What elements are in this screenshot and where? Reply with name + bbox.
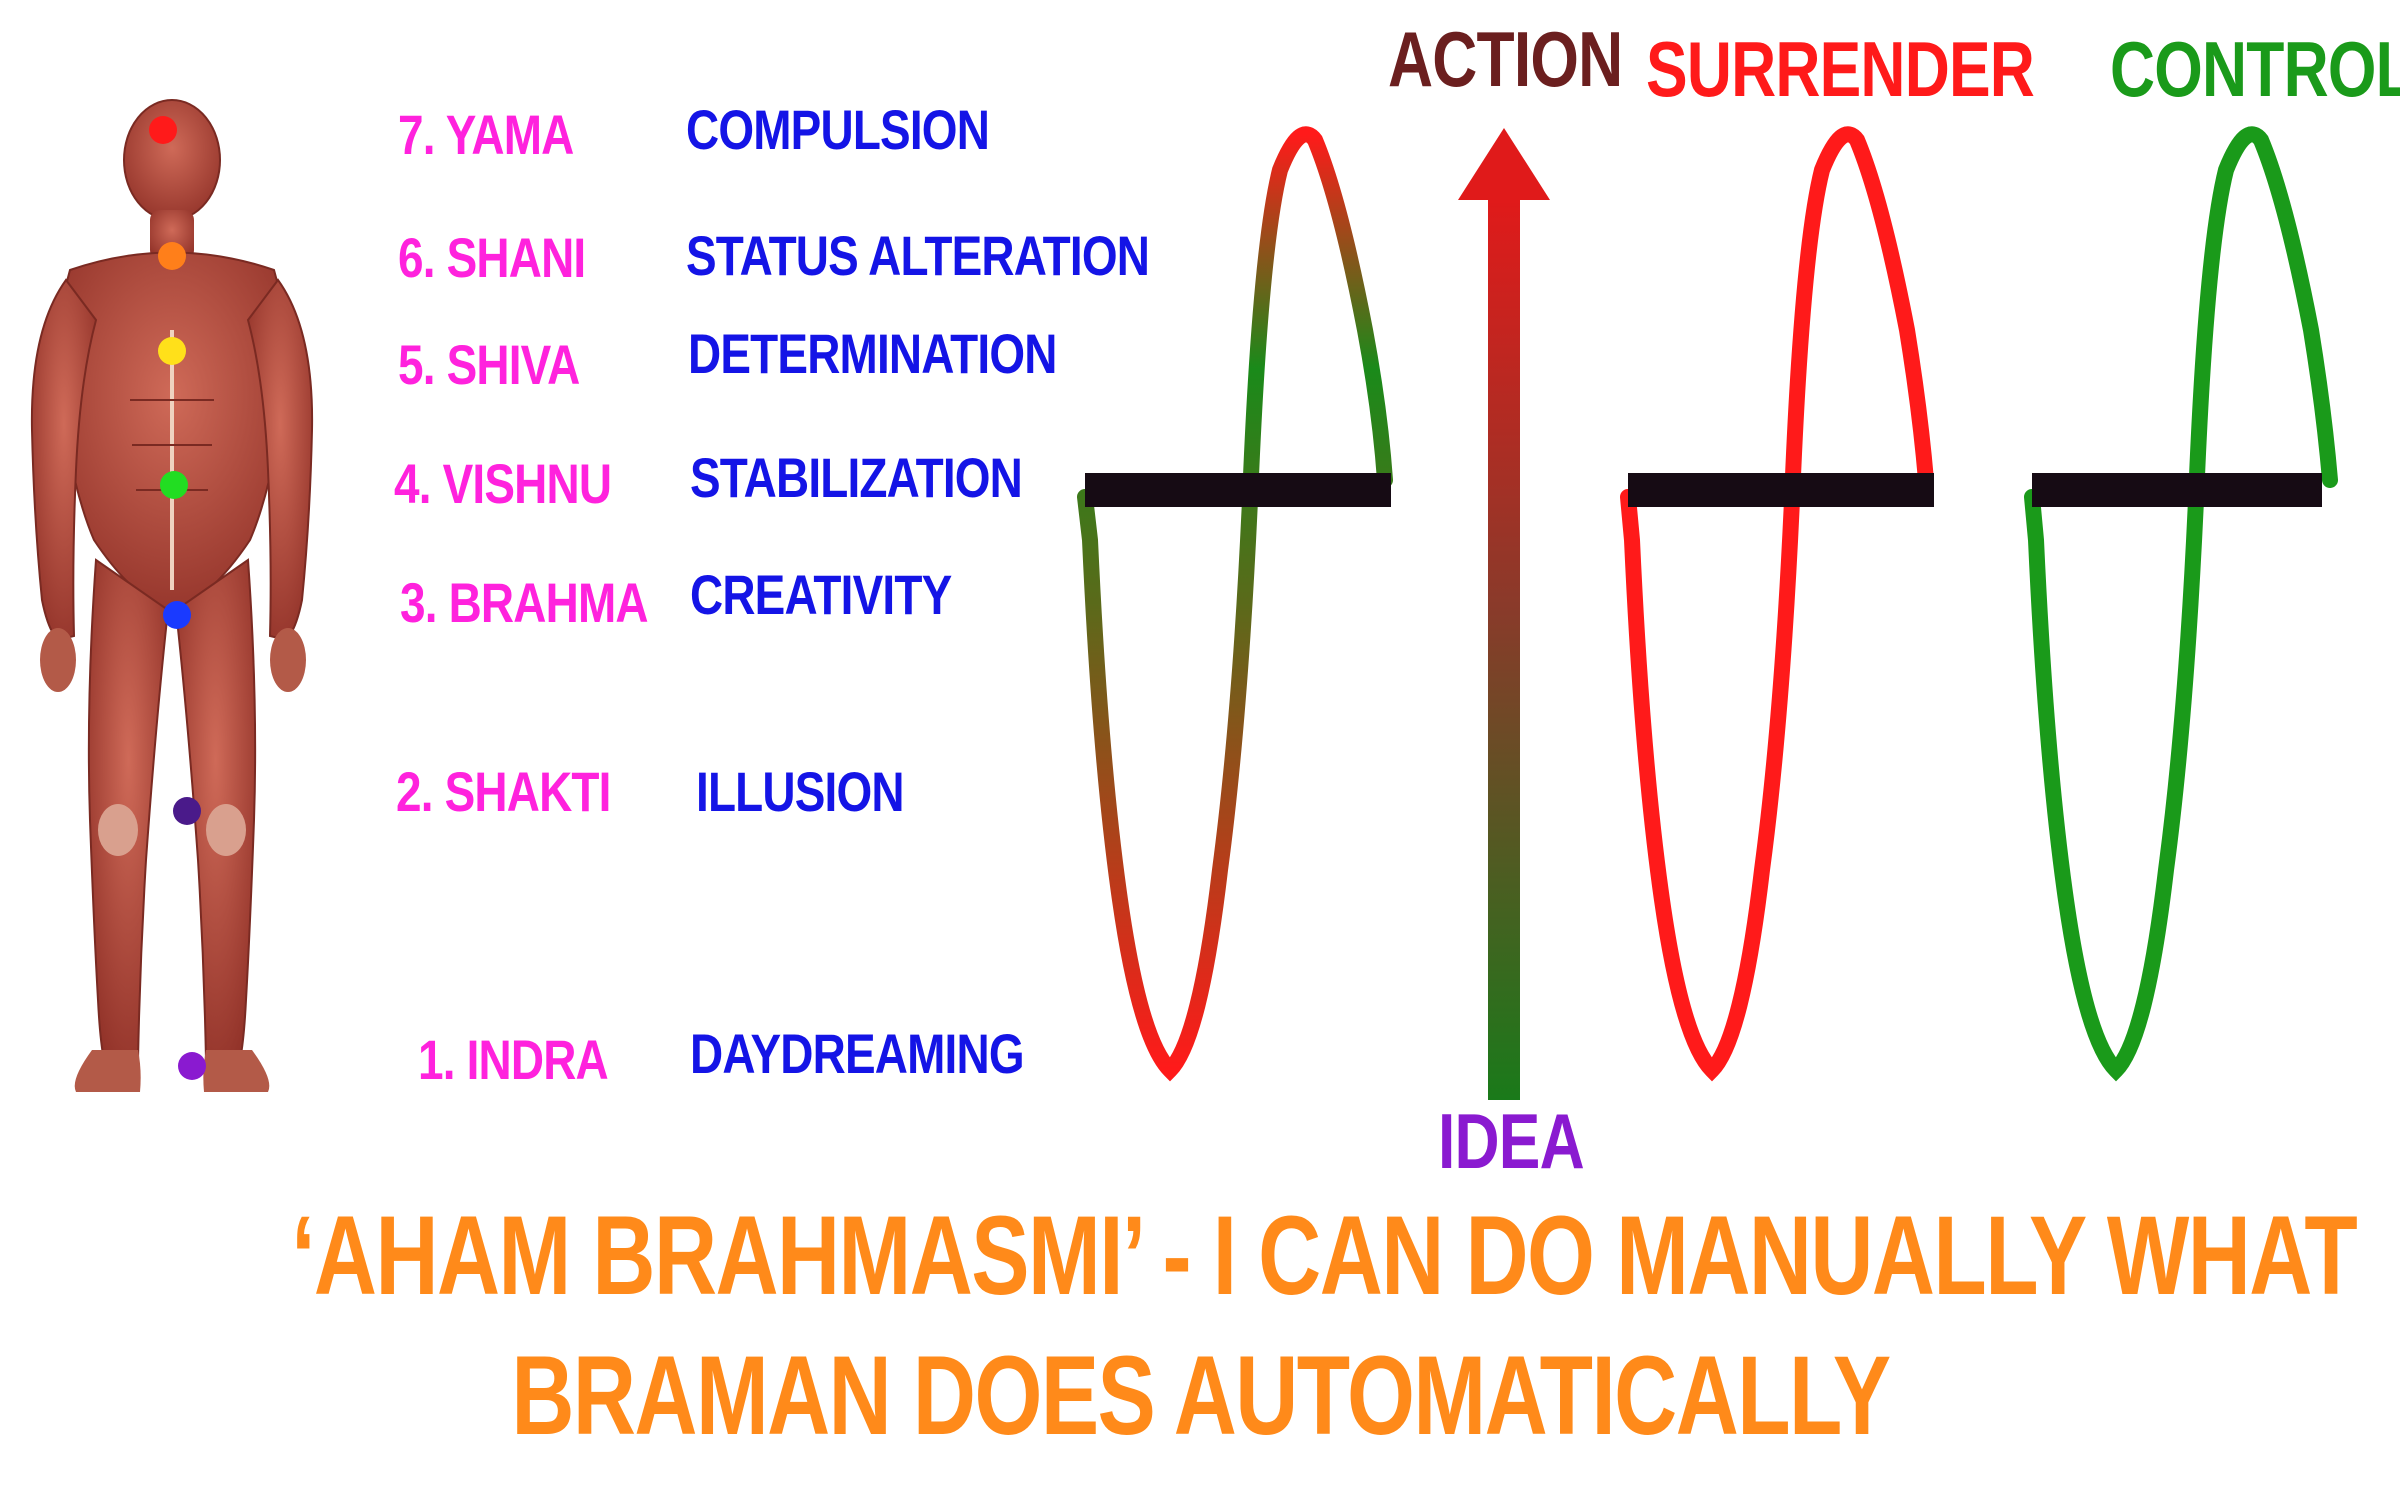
chakra-name-shakti: 2. SHAKTI [396, 760, 611, 823]
chakra-name-shani: 6. SHANI [398, 226, 586, 289]
footer-quote-line-2-text: BRAMAN DOES AUTOMATICALLY [510, 1333, 1891, 1458]
control-wave [2024, 126, 2338, 1082]
chakra-name-vishnu: 4. VISHNU [394, 452, 612, 515]
chakra-name-brahma: 3. BRAHMA [400, 571, 649, 634]
chakra-dot-indra [178, 1052, 206, 1080]
footer-quote-line-1: ‘AHAM BRAHMASMI’ - I CAN DO MANUALLY WHA… [0, 1200, 2400, 1312]
action-idea-arrow [1458, 128, 1550, 1100]
anatomy-figure [30, 99, 314, 1092]
chakra-meaning-shani: STATUS ALTERATION [686, 224, 1150, 287]
action-label: ACTION [1388, 15, 1623, 103]
idea-label: IDEA [1438, 1097, 1585, 1185]
chakra-meaning-shiva: DETERMINATION [688, 322, 1057, 385]
chakra-name-indra: 1. INDRA [418, 1028, 609, 1091]
control-baseline [2032, 473, 2322, 507]
chakra-name-shiva: 5. SHIVA [398, 333, 580, 396]
chakra-meaning-shakti: ILLUSION [696, 760, 905, 823]
chakra-meaning-vishnu: STABILIZATION [690, 446, 1023, 509]
chakra-dot-shakti [173, 797, 201, 825]
chakra-dot-shani [158, 242, 186, 270]
chakra-dot-shiva [158, 337, 186, 365]
chakra-name-yama: 7. YAMA [398, 103, 574, 166]
chakra-meaning-brahma: CREATIVITY [690, 563, 952, 626]
chakra-meaning-yama: COMPULSION [686, 98, 990, 161]
chakra-dot-brahma [163, 601, 191, 629]
chakra-meaning-indra: DAYDREAMING [690, 1022, 1025, 1085]
footer-quote-line-2: BRAMAN DOES AUTOMATICALLY [0, 1340, 2400, 1452]
action-wave [1077, 126, 1393, 1082]
surrender-label: SURRENDER [1646, 25, 2035, 113]
footer-quote-line-1-text: ‘AHAM BRAHMASMI’ - I CAN DO MANUALLY WHA… [291, 1193, 2357, 1318]
surrender-baseline [1628, 473, 1934, 507]
chakra-dot-yama [149, 116, 177, 144]
control-label: CONTROL [2110, 25, 2400, 113]
chakra-dots [149, 116, 206, 1080]
chakra-dot-vishnu [160, 471, 188, 499]
surrender-wave [1620, 126, 1934, 1082]
action-baseline [1085, 473, 1391, 507]
